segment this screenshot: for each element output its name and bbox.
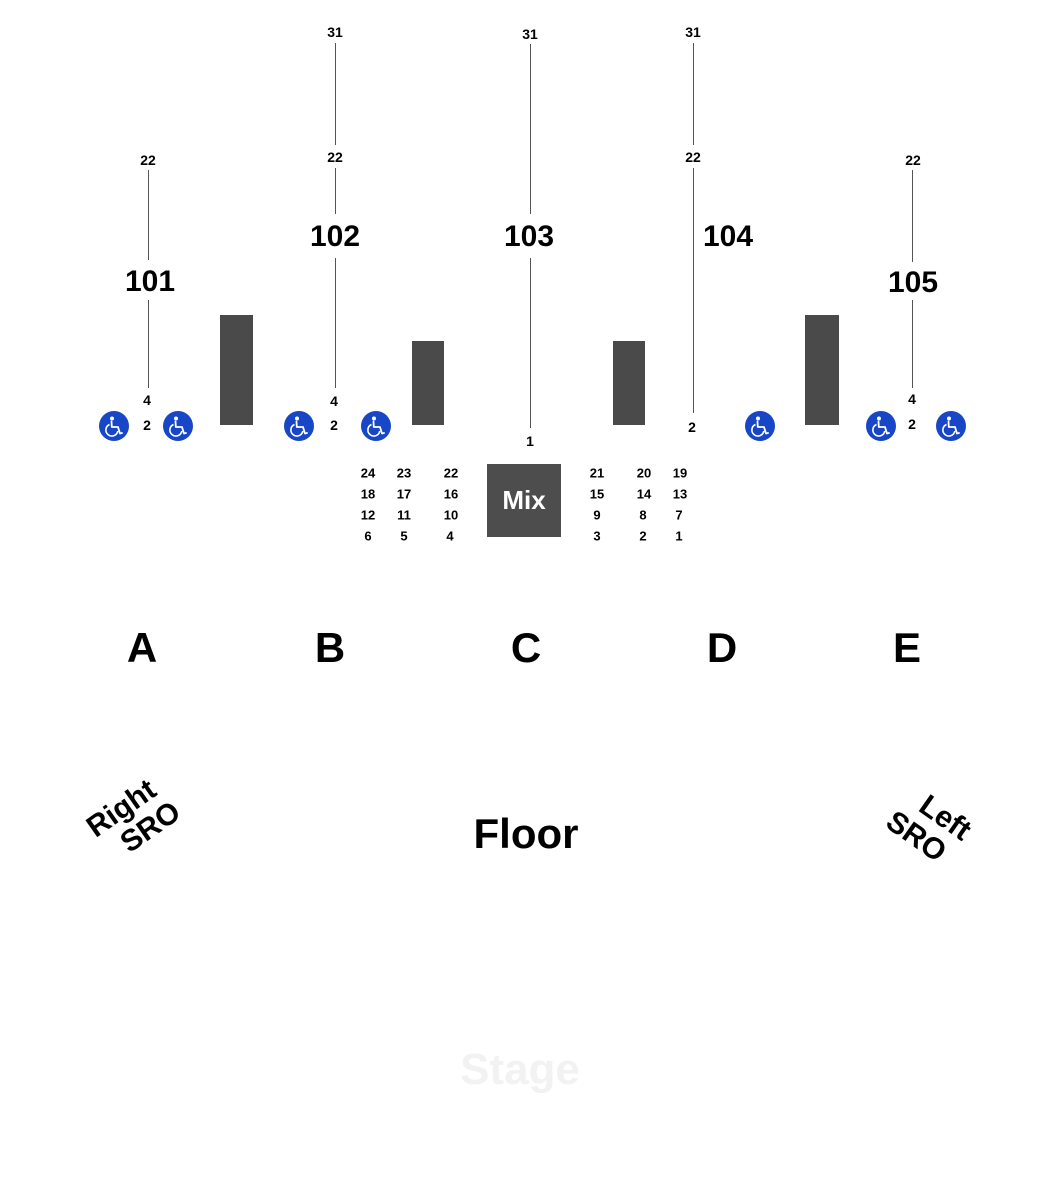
mix-seat[interactable]: 15 [589, 486, 605, 502]
floor-zone-d[interactable]: D [706, 624, 738, 671]
stage-label: Stage [460, 1045, 580, 1094]
section-101-row-top: 22 [140, 152, 156, 168]
section-103-label[interactable]: 103 [503, 220, 555, 253]
section-103-row-bottom: 1 [526, 433, 534, 449]
mix-seat[interactable]: 8 [639, 507, 647, 523]
wheelchair-icon[interactable] [284, 411, 314, 441]
wheelchair-icon[interactable] [745, 411, 775, 441]
section-103-row-top: 31 [522, 26, 538, 42]
left-sro-area[interactable]: Left SRO [862, 766, 989, 882]
section-102-row-line-low [335, 258, 336, 388]
mix-seat[interactable]: 22 [443, 465, 459, 481]
mix-seat[interactable]: 14 [636, 486, 652, 502]
mix-seat[interactable]: 1 [675, 528, 683, 544]
mix-seat[interactable]: 10 [443, 507, 459, 523]
mix-label: Mix [502, 485, 546, 515]
section-104-row-line-top [693, 43, 694, 145]
section-104-row-mid: 22 [685, 149, 701, 165]
section-104-row-top: 31 [685, 24, 701, 40]
wheelchair-icon[interactable] [99, 411, 129, 441]
mix-seat[interactable]: 9 [593, 507, 601, 523]
section-102-row-line-top [335, 43, 336, 145]
section-105-row-line [912, 170, 913, 262]
mix-seat[interactable]: 3 [593, 528, 601, 544]
section-101-row-line [148, 170, 149, 260]
section-101-label[interactable]: 101 [124, 265, 176, 298]
mix-seat[interactable]: 17 [396, 486, 412, 502]
section-103-row-line-top [530, 44, 531, 214]
section-102-row-low: 4 [330, 393, 338, 409]
pillar-block-4 [805, 315, 839, 425]
floor-zone-b[interactable]: B [314, 624, 346, 671]
wheelchair-icon[interactable] [866, 411, 896, 441]
section-102-row-line-mid [335, 168, 336, 214]
mix-seat[interactable]: 11 [397, 507, 411, 523]
mix-seat[interactable]: 13 [672, 486, 688, 502]
section-101-row-bottom: 2 [143, 417, 151, 433]
wheelchair-icon[interactable] [361, 411, 391, 441]
mix-seat[interactable]: 23 [396, 465, 412, 481]
section-101-row-line-lower [148, 300, 149, 388]
section-105-row-line-lower [912, 300, 913, 388]
section-104-row-line-low [693, 168, 694, 413]
floor-zone-e[interactable]: E [892, 624, 922, 671]
pillar-block-3 [613, 341, 645, 425]
pillar-block-1 [220, 315, 253, 425]
mix-seat[interactable]: 20 [636, 465, 652, 481]
mix-seat[interactable]: 5 [400, 528, 408, 544]
section-102-row-mid: 22 [327, 149, 343, 165]
section-102-row-bottom: 2 [330, 417, 338, 433]
right-sro-area[interactable]: Right SRO [68, 764, 195, 880]
mix-seat[interactable]: 21 [589, 465, 605, 481]
floor-label[interactable]: Floor [473, 810, 579, 857]
section-101-row-mid: 4 [143, 392, 151, 408]
mix-seat[interactable]: 7 [675, 507, 683, 523]
section-103-row-line-low [530, 258, 531, 428]
section-105-label[interactable]: 105 [887, 266, 939, 299]
floor-zone-a[interactable]: A [126, 624, 158, 671]
floor-zone-c[interactable]: C [510, 624, 542, 671]
mix-seat[interactable]: 6 [364, 528, 372, 544]
section-102-row-top: 31 [327, 24, 343, 40]
wheelchair-icon[interactable] [163, 411, 193, 441]
mix-seat[interactable]: 12 [360, 507, 376, 523]
mix-seat[interactable]: 4 [446, 528, 454, 544]
section-105-row-top: 22 [905, 152, 921, 168]
wheelchair-icon[interactable] [936, 411, 966, 441]
mix-booth[interactable]: Mix [487, 464, 561, 537]
section-104-row-bottom: 2 [688, 419, 696, 435]
section-105-row-mid: 4 [908, 391, 916, 407]
pillar-block-2 [412, 341, 444, 425]
mix-seat[interactable]: 24 [360, 465, 376, 481]
mix-seat[interactable]: 19 [672, 465, 688, 481]
mix-seat[interactable]: 18 [360, 486, 376, 502]
section-104-label[interactable]: 104 [702, 220, 754, 253]
mix-seat[interactable]: 16 [443, 486, 459, 502]
section-105-row-bottom: 2 [908, 416, 916, 432]
section-102-label[interactable]: 102 [309, 220, 361, 253]
mix-seat[interactable]: 2 [639, 528, 647, 544]
